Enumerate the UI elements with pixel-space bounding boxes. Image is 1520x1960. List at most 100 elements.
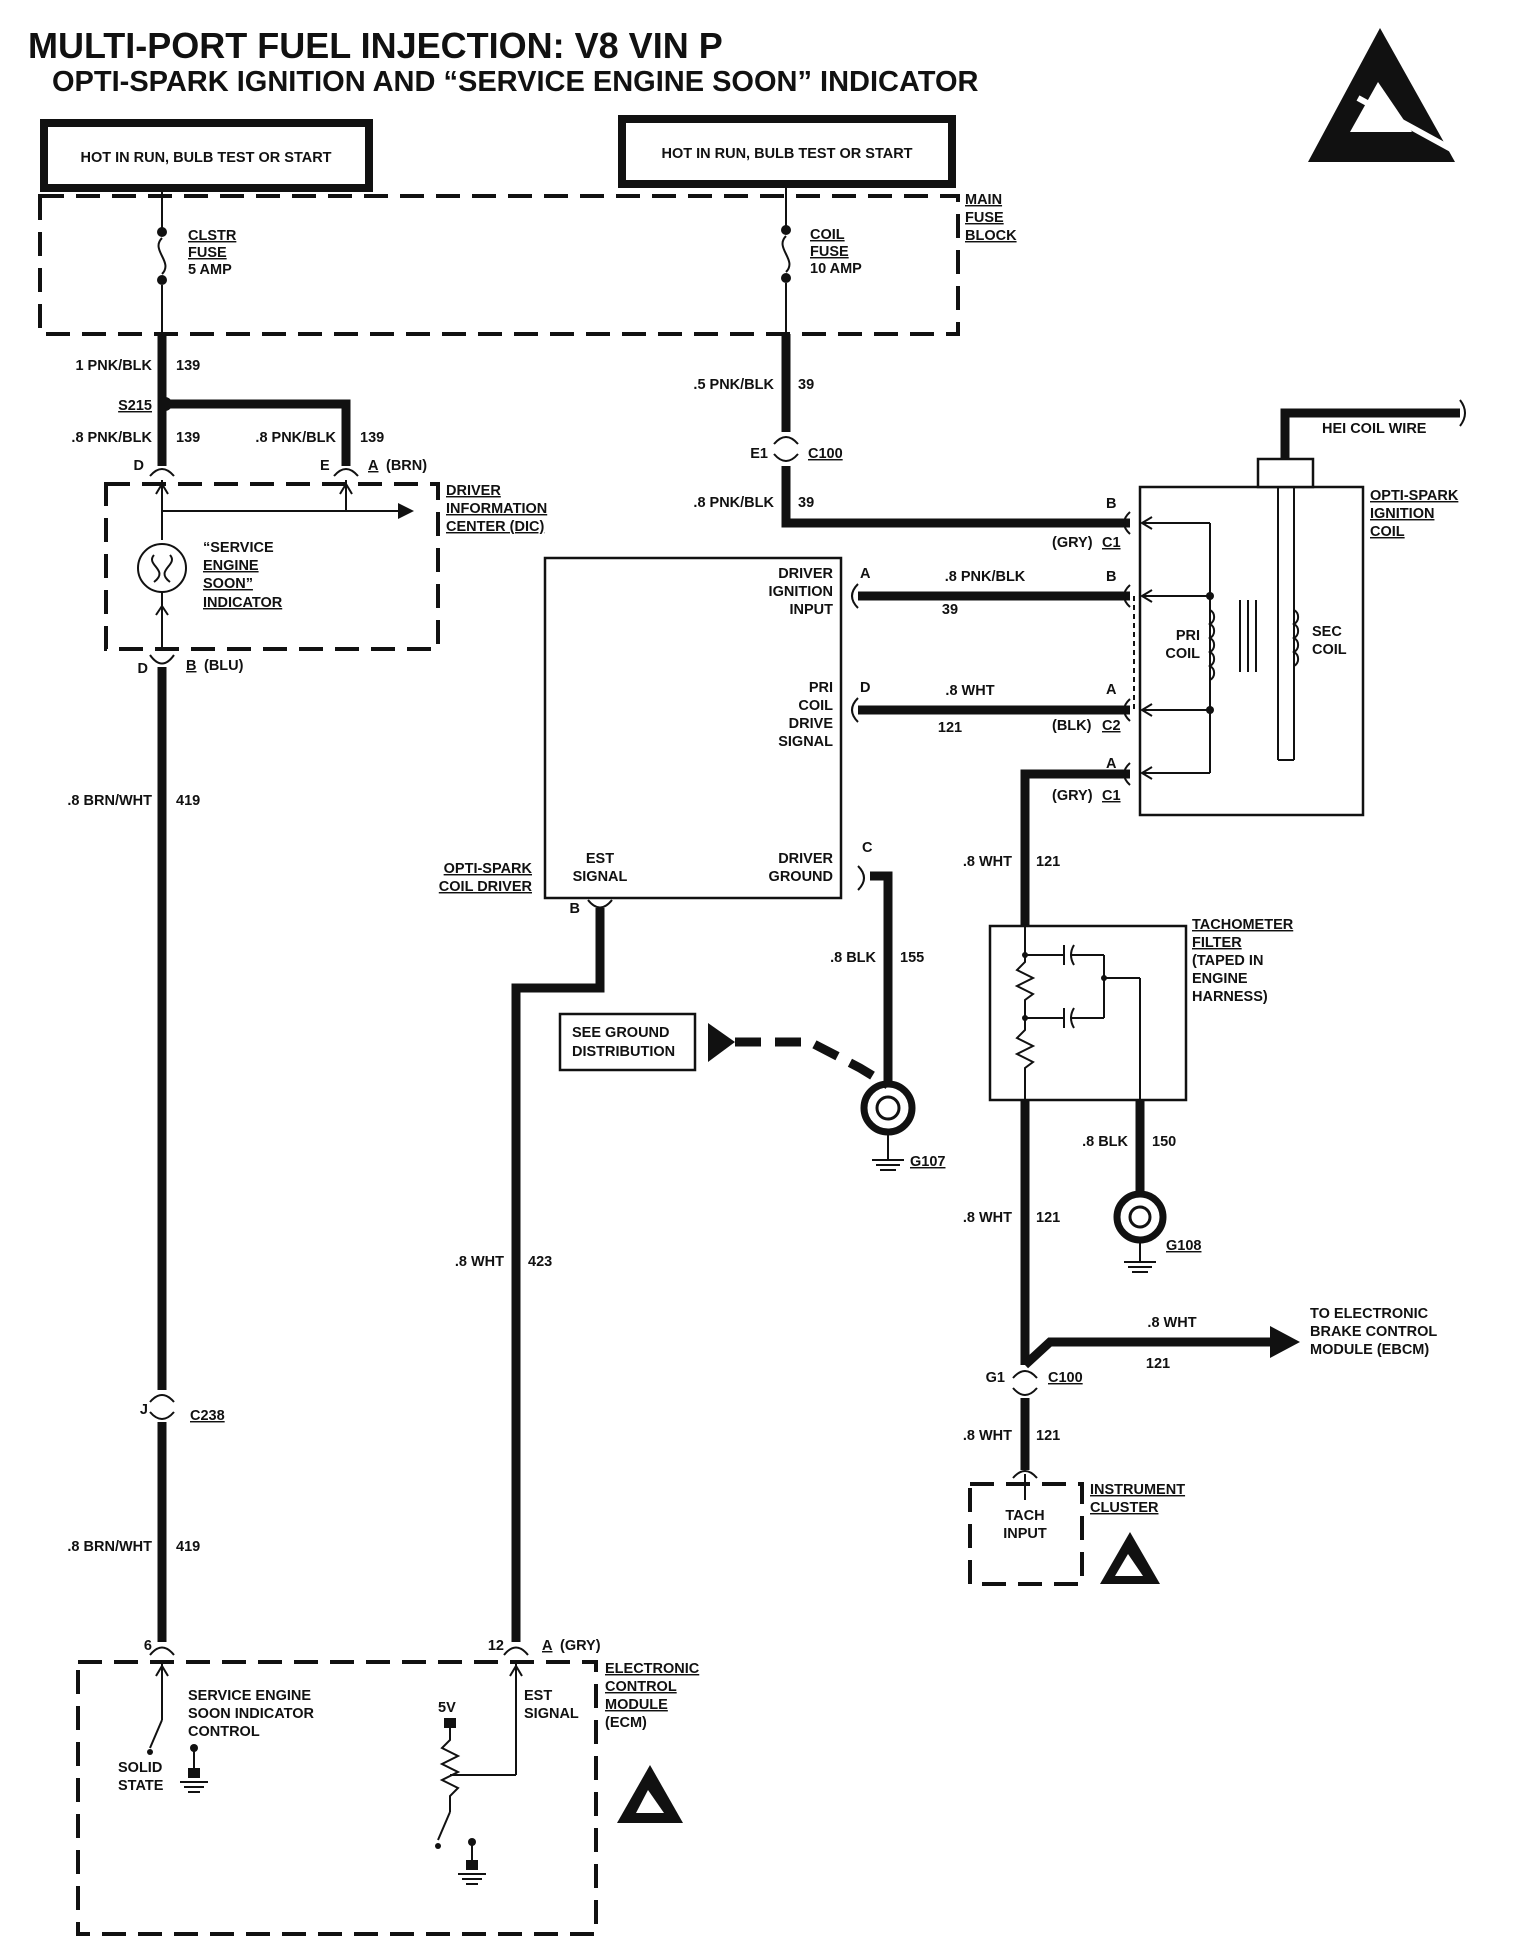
wire-121-coil-to-filter xyxy=(1020,769,1130,926)
driver-connector-a xyxy=(851,583,859,609)
svg-text:.8 BLK: .8 BLK xyxy=(830,950,876,966)
svg-text:423: 423 xyxy=(528,1254,552,1270)
svg-text:D: D xyxy=(134,458,144,474)
dic-connector-d-top xyxy=(149,468,175,477)
ebcm-label: TO ELECTRONIC BRAKE CONTROL MODULE (EBCM… xyxy=(1310,1306,1437,1358)
g107-label: G107 xyxy=(910,1154,945,1170)
svg-text:PRI: PRI xyxy=(1176,628,1200,644)
svg-text:(GRY): (GRY) xyxy=(1052,788,1093,804)
svg-text:.8 WHT: .8 WHT xyxy=(963,854,1012,870)
svg-text:CONTROL: CONTROL xyxy=(188,1724,260,1740)
coil-internals xyxy=(1140,487,1300,780)
svg-text:121: 121 xyxy=(1036,1428,1060,1444)
driver-connector-d xyxy=(851,697,859,723)
svg-text:CLUSTER: CLUSTER xyxy=(1090,1500,1159,1516)
wire-155-driver-ground xyxy=(870,871,893,1085)
svg-text:COIL: COIL xyxy=(798,698,833,714)
svg-text:.8 PNK/BLK: .8 PNK/BLK xyxy=(945,569,1026,585)
svg-text:SOLID: SOLID xyxy=(118,1760,162,1776)
svg-text:(TAPED IN: (TAPED IN xyxy=(1192,953,1263,969)
tach-filter-label: TACHOMETER FILTER (TAPED IN ENGINE HARNE… xyxy=(1192,917,1294,1005)
svg-text:(BLK): (BLK) xyxy=(1052,718,1092,734)
svg-text:S215: S215 xyxy=(118,398,152,414)
svg-text:INDICATOR: INDICATOR xyxy=(203,595,283,611)
svg-text:SOON”: SOON” xyxy=(203,576,253,592)
svg-text:5V: 5V xyxy=(438,1700,456,1716)
hei-coil-wire xyxy=(1280,408,1460,459)
svg-text:B: B xyxy=(1106,496,1116,512)
coil-connector-c2-a xyxy=(1123,698,1131,722)
svg-text:39: 39 xyxy=(798,495,814,511)
pri-coil-label: PRI COIL xyxy=(1165,628,1200,662)
svg-text:121: 121 xyxy=(1146,1356,1170,1372)
svg-text:C1: C1 xyxy=(1102,535,1121,551)
tach-filter-internals xyxy=(1014,926,1141,1100)
driver-ground-label: DRIVER GROUND xyxy=(769,851,834,885)
coil-connector-c2-b xyxy=(1123,584,1131,608)
svg-text:A: A xyxy=(542,1638,553,1654)
ses-control-switch xyxy=(147,1662,208,1793)
svg-text:A: A xyxy=(1106,756,1117,772)
svg-text:SEE GROUND: SEE GROUND xyxy=(572,1025,670,1041)
svg-text:139: 139 xyxy=(360,430,384,446)
opti-spark-coil-box xyxy=(1138,485,1365,817)
svg-text:B: B xyxy=(1106,569,1116,585)
svg-text:.5 PNK/BLK: .5 PNK/BLK xyxy=(693,377,774,393)
svg-text:C: C xyxy=(862,840,873,856)
svg-text:419: 419 xyxy=(176,1539,200,1555)
svg-text:.8 WHT: .8 WHT xyxy=(963,1210,1012,1226)
svg-text:B: B xyxy=(186,658,196,674)
svg-text:FILTER: FILTER xyxy=(1192,935,1242,951)
svg-text:OPTI-SPARK: OPTI-SPARK xyxy=(444,861,533,877)
svg-text:10 AMP: 10 AMP xyxy=(810,261,862,277)
svg-text:TACHOMETER: TACHOMETER xyxy=(1192,917,1294,933)
dic-outline xyxy=(104,482,440,651)
power-source-left-label: HOT IN RUN, BULB TEST OR START xyxy=(80,150,331,166)
svg-text:.8 WHT: .8 WHT xyxy=(455,1254,504,1270)
svg-text:HARNESS): HARNESS) xyxy=(1192,989,1268,1005)
coil-fuse: COIL FUSE 10 AMP xyxy=(781,184,862,334)
svg-text:39: 39 xyxy=(942,602,958,618)
svg-text:MODULE: MODULE xyxy=(605,1697,668,1713)
svg-text:GROUND: GROUND xyxy=(769,869,833,885)
hei-coil-wire-label: HEI COIL WIRE xyxy=(1322,421,1427,437)
svg-text:CONTROL: CONTROL xyxy=(605,1679,677,1695)
svg-text:.8 PNK/BLK: .8 PNK/BLK xyxy=(693,495,774,511)
svg-text:150: 150 xyxy=(1152,1134,1176,1150)
svg-text:.8 BRN/WHT: .8 BRN/WHT xyxy=(67,1539,152,1555)
see-ground-label: SEE GROUND DISTRIBUTION xyxy=(572,1025,675,1060)
svg-text:ENGINE: ENGINE xyxy=(1192,971,1248,987)
svg-text:DRIVE: DRIVE xyxy=(789,716,834,732)
svg-text:139: 139 xyxy=(176,430,200,446)
see-ground-box xyxy=(558,1012,697,1072)
clstr-fuse-label: CLSTR xyxy=(188,228,237,244)
svg-text:STATE: STATE xyxy=(118,1778,164,1794)
svg-text:BLOCK: BLOCK xyxy=(965,228,1017,244)
ground-distribution-arrow-icon xyxy=(708,1023,735,1062)
svg-text:EST: EST xyxy=(586,851,614,867)
solid-state-label: SOLID STATE xyxy=(118,1760,164,1794)
svg-text:5 AMP: 5 AMP xyxy=(188,262,232,278)
svg-text:1 PNK/BLK: 1 PNK/BLK xyxy=(75,358,152,374)
wire-423-est-signal xyxy=(511,908,605,1642)
svg-text:OPTI-SPARK: OPTI-SPARK xyxy=(1370,488,1459,504)
svg-text:DRIVER: DRIVER xyxy=(778,566,833,582)
svg-text:INPUT: INPUT xyxy=(790,602,834,618)
ground-g107-icon xyxy=(860,1080,916,1171)
power-source-left xyxy=(40,119,373,192)
svg-text:121: 121 xyxy=(1036,1210,1060,1226)
svg-text:DISTRIBUTION: DISTRIBUTION xyxy=(572,1044,675,1060)
ecm-outline xyxy=(76,1660,598,1936)
coil-fuse-label: COIL xyxy=(810,227,845,243)
tach-input-label: TACH INPUT xyxy=(1003,1508,1047,1542)
svg-text:C100: C100 xyxy=(1048,1370,1083,1386)
driver-connector-b xyxy=(587,899,613,909)
opti-spark-coil-label: OPTI-SPARK IGNITION COIL xyxy=(1370,488,1459,540)
dic-label: DRIVER INFORMATION CENTER (DIC) xyxy=(446,483,547,535)
esd-warning-icon xyxy=(1308,28,1464,162)
svg-text:.8 PNK/BLK: .8 PNK/BLK xyxy=(71,430,152,446)
connector-c238 xyxy=(149,1394,175,1420)
ecm-est-signal-label: EST SIGNAL xyxy=(524,1688,579,1722)
svg-text:D: D xyxy=(860,680,870,696)
